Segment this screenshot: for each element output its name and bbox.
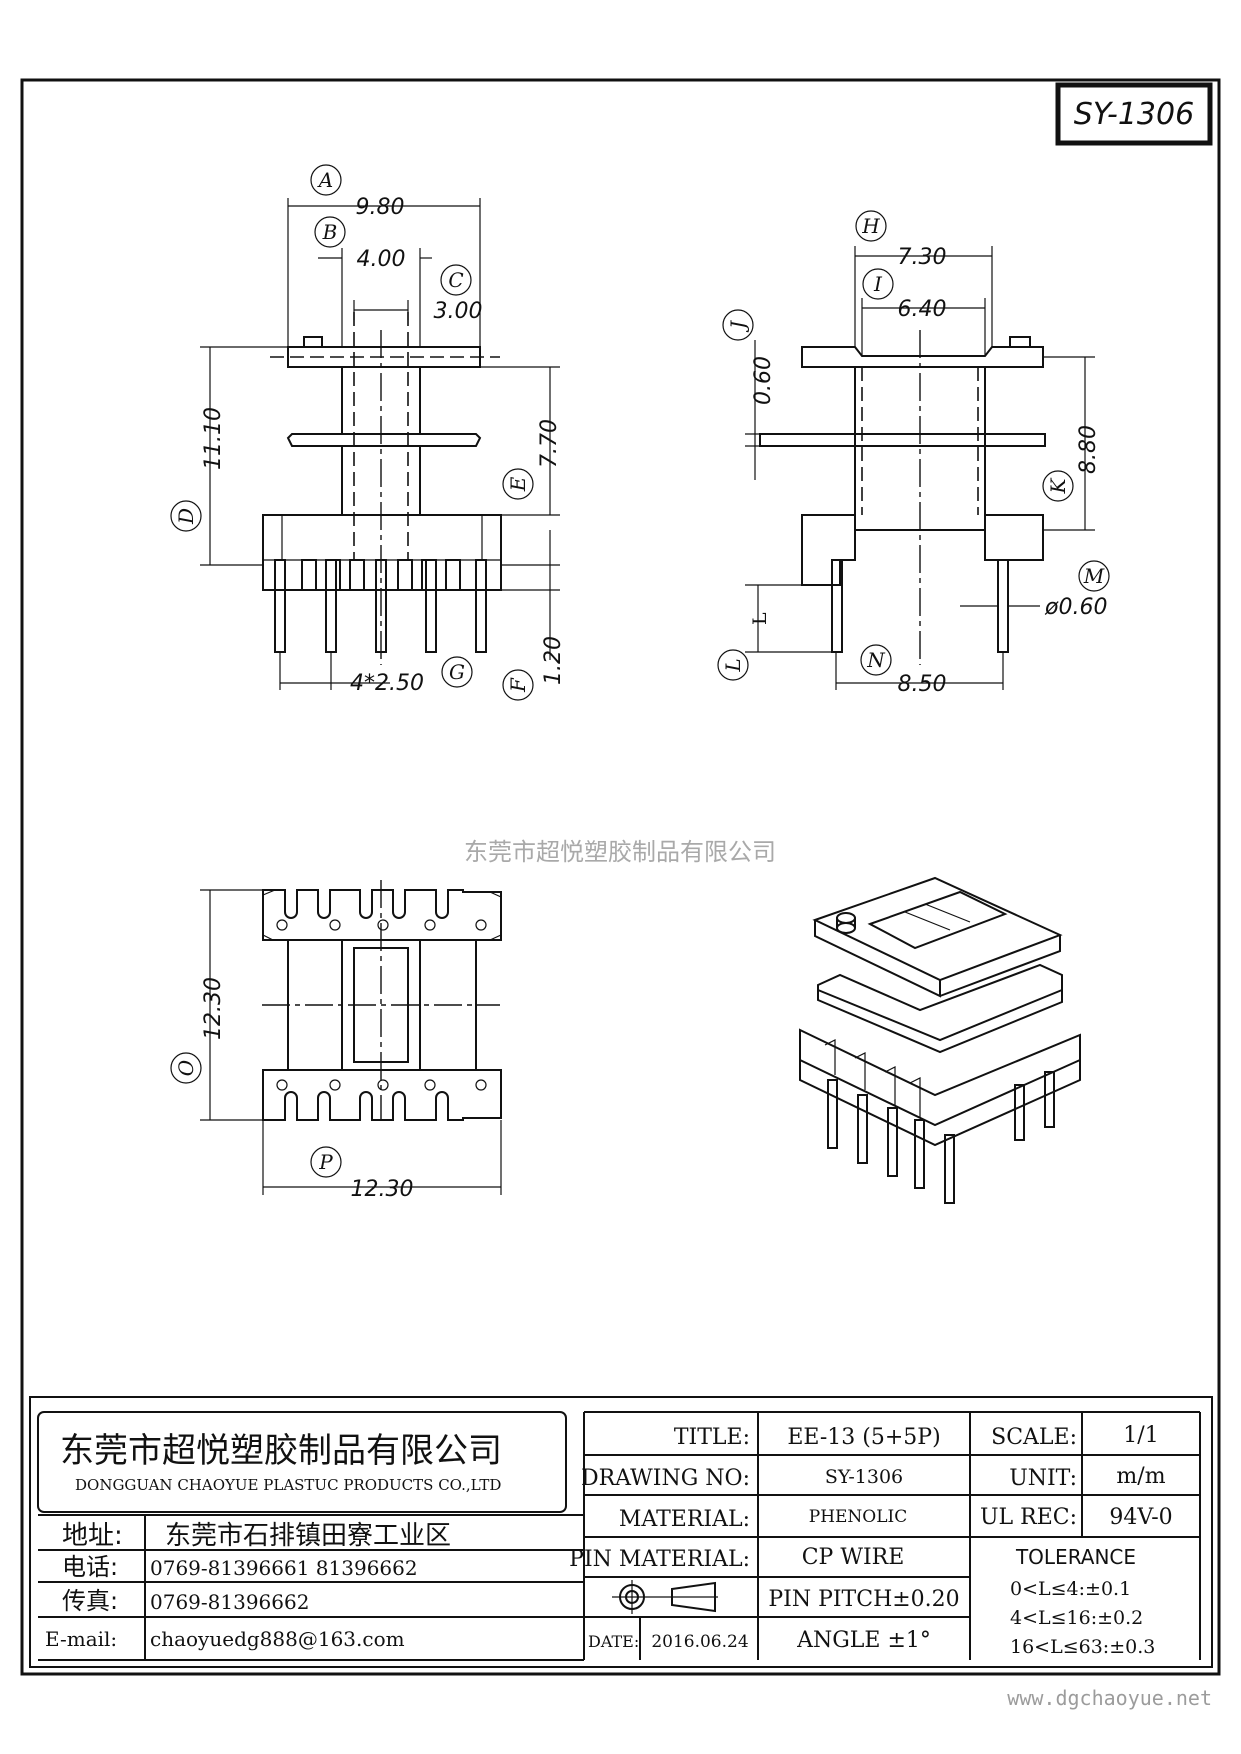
dim-G: 4*2.50: [350, 671, 424, 696]
address-label: 地址:: [62, 1521, 123, 1551]
tag-P: P: [318, 1150, 333, 1174]
front-pin-5: [475, 559, 487, 653]
phone-label: 电话:: [62, 1553, 118, 1581]
material-label: MATERIAL:: [619, 1507, 750, 1532]
front-pin-4: [425, 559, 437, 653]
dim-F: 1.20: [541, 636, 566, 685]
pin-pitch: PIN PITCH±0.20: [768, 1587, 959, 1612]
bottom-upper-comb: [262, 889, 502, 941]
side-top-flange: [801, 346, 1044, 368]
front-mid-flange: [286, 433, 482, 447]
company-name-cn: 东莞市超悦塑胶制品有限公司: [60, 1431, 502, 1471]
front-base: [262, 514, 502, 591]
bottom-view: 12.30 O 12.30 P: [170, 880, 502, 1202]
drawing-no-label: DRAWING NO:: [581, 1466, 750, 1491]
tag-H: H: [861, 214, 880, 238]
dim-P: 12.30: [351, 1177, 414, 1202]
tolerance-row-2: 4<L≤16:±0.2: [1010, 1607, 1143, 1629]
part-number-box: [1055, 82, 1213, 146]
dim-K: 8.80: [1076, 425, 1101, 474]
tag-F: F: [506, 677, 530, 693]
company-name-en: DONGGUAN CHAOYUE PLASTUC PRODUCTS CO.,LT…: [75, 1476, 501, 1494]
tolerance-label: TOLERANCE: [1015, 1545, 1136, 1569]
side-base-right: [984, 514, 1044, 561]
title-block: 东莞市超悦塑胶制品有限公司 DONGGUAN CHAOYUE PLASTUC P…: [29, 1396, 1213, 1668]
dim-B: 4.00: [357, 247, 406, 272]
dim-E: 7.70: [537, 419, 562, 468]
front-pin-3: [375, 559, 387, 653]
pin-material-value: CP WIRE: [802, 1545, 905, 1570]
angle: ANGLE ±1°: [796, 1628, 931, 1653]
front-pin-1: [274, 559, 286, 653]
fax-value: 0769-81396662: [150, 1590, 309, 1614]
material-value: PHENOLIC: [809, 1507, 908, 1527]
dim-O: 12.30: [201, 977, 226, 1040]
dim-M: ø0.60: [1044, 595, 1107, 620]
drawing-no-value: SY-1306: [825, 1466, 903, 1488]
side-pin-right: [997, 559, 1009, 653]
unit-value: m/m: [1116, 1464, 1165, 1489]
tolerance-row-3: 16<L≤63:±0.3: [1010, 1636, 1155, 1658]
tag-D: D: [174, 508, 198, 525]
email-value: chaoyuedg888@163.com: [150, 1627, 405, 1651]
unit-label: UNIT:: [1009, 1466, 1077, 1491]
scale-value: 1/1: [1123, 1423, 1158, 1448]
dim-C: 3.00: [434, 299, 483, 324]
tag-C: C: [448, 268, 463, 292]
front-top-pin-boss: [303, 336, 323, 348]
tag-L: L: [721, 658, 745, 672]
company-box: [37, 1411, 567, 1513]
address-value: 东莞市石排镇田寮工业区: [165, 1521, 451, 1551]
phone-value: 0769-81396661 81396662: [150, 1556, 418, 1580]
email-label: E-mail:: [45, 1627, 117, 1651]
ul-label: UL REC:: [980, 1505, 1077, 1530]
tag-E: E: [506, 476, 530, 492]
dim-A: 9.80: [356, 195, 405, 220]
watermark: 东莞市超悦塑胶制品有限公司: [464, 838, 776, 866]
tag-A: A: [317, 168, 333, 192]
projection-symbol-icon: [612, 1580, 718, 1614]
tag-M: M: [1083, 564, 1105, 588]
front-pin-2: [325, 559, 337, 653]
fax-label: 传真:: [62, 1587, 118, 1615]
date-label: DATE:: [588, 1632, 639, 1651]
tolerance-row-1: 0<L≤4:±0.1: [1010, 1578, 1131, 1600]
side-pin-left: [831, 559, 843, 653]
tag-O: O: [174, 1060, 198, 1076]
dim-J: 0.60: [751, 356, 776, 405]
scale-label: SCALE:: [991, 1425, 1077, 1450]
tag-G: G: [449, 660, 465, 684]
isometric-view: [799, 876, 1081, 1204]
tag-J: J: [726, 320, 750, 333]
sheet-border: [20, 78, 1221, 1676]
front-view: 9.80 A 4.00 B 3.00 C 11.10 D 7.70 E: [170, 164, 566, 701]
ul-value: 94V-0: [1109, 1505, 1172, 1530]
side-view: 7.30 H 6.40 I 0.60 J 8.80 K L L ø0.60: [717, 210, 1110, 697]
title-label: TITLE:: [674, 1425, 750, 1450]
bottom-lower-comb: [262, 1069, 502, 1121]
tag-I: I: [873, 272, 883, 296]
dim-L: L: [749, 612, 771, 625]
date-value: 2016.06.24: [651, 1632, 748, 1652]
dim-I: 6.40: [898, 297, 947, 322]
website-url: www.dgchaoyue.net: [1007, 1686, 1212, 1710]
dim-H: 7.30: [898, 245, 947, 270]
dim-N: 8.50: [898, 672, 947, 697]
tag-N: N: [866, 648, 886, 672]
part-number: SY-1306: [1074, 97, 1194, 132]
side-base-left: [801, 514, 856, 586]
side-mid-flange: [759, 433, 1046, 447]
pin-material-label: PIN MATERIAL:: [569, 1547, 750, 1572]
dim-D: 11.10: [201, 407, 226, 470]
tag-K: K: [1046, 477, 1070, 494]
tag-B: B: [322, 220, 338, 244]
title-value: EE-13 (5+5P): [787, 1425, 940, 1450]
